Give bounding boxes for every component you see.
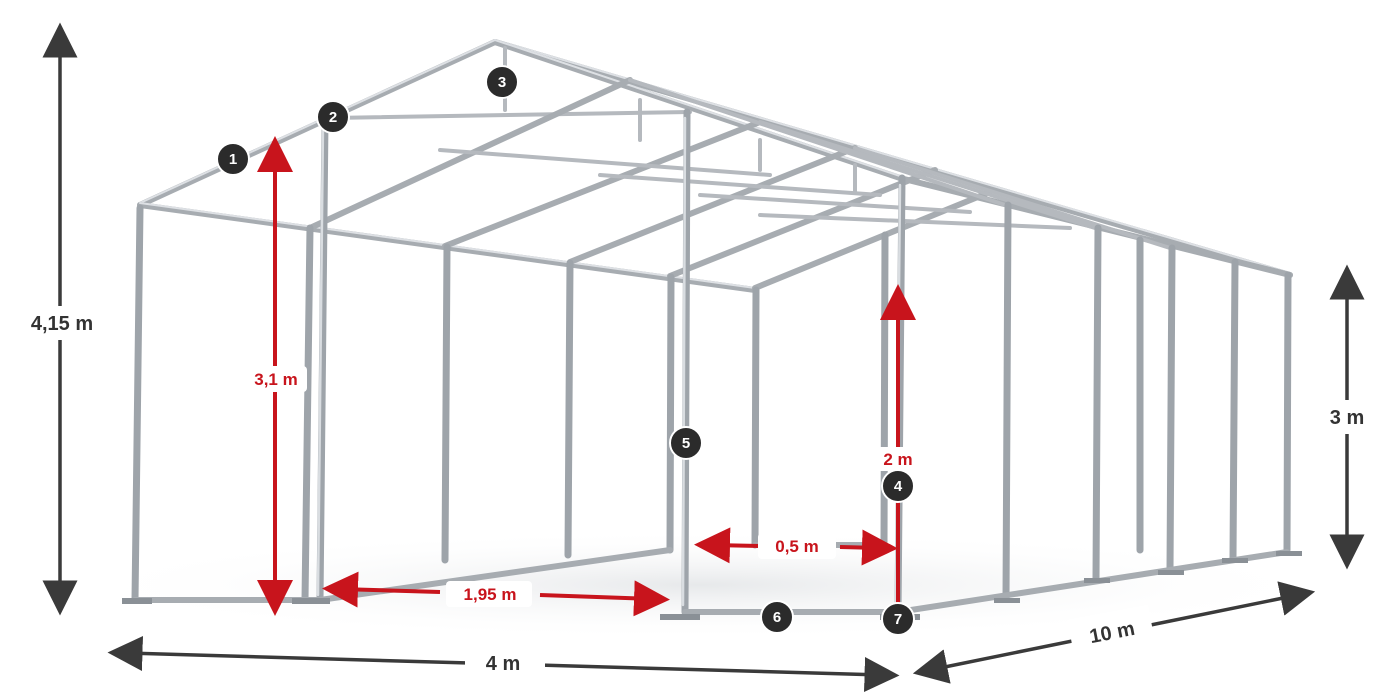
badge-3: 3 [485, 65, 519, 99]
badge-7: 7 [881, 602, 915, 636]
svg-text:4: 4 [894, 478, 903, 495]
door-height-label: 2 m [883, 450, 912, 469]
door-offset-right-arrow [839, 529, 898, 566]
svg-text:7: 7 [894, 611, 902, 628]
badge-5: 5 [669, 426, 703, 460]
door-offset-left-arrow [694, 527, 761, 564]
pole-height-label: 3,1 m [254, 370, 297, 389]
svg-text:1: 1 [229, 151, 237, 168]
svg-text:6: 6 [773, 609, 781, 626]
badge-1: 1 [216, 142, 250, 176]
pole-spacing-right-arrow [539, 580, 670, 617]
total-height-label: 4,15 m [31, 313, 93, 335]
svg-text:2: 2 [329, 109, 337, 126]
pole-spacing-left-arrow [322, 571, 441, 608]
svg-text:5: 5 [682, 435, 690, 452]
badge-2: 2 [316, 100, 350, 134]
badge-6: 6 [760, 600, 794, 634]
door-offset-label: 0,5 m [775, 537, 818, 556]
pole-spacing-label: 1,95 m [464, 585, 517, 604]
side-height-label: 3 m [1330, 407, 1364, 429]
width-label: 4 m [486, 653, 520, 675]
svg-text:3: 3 [498, 74, 506, 91]
badge-4: 4 [881, 469, 915, 503]
